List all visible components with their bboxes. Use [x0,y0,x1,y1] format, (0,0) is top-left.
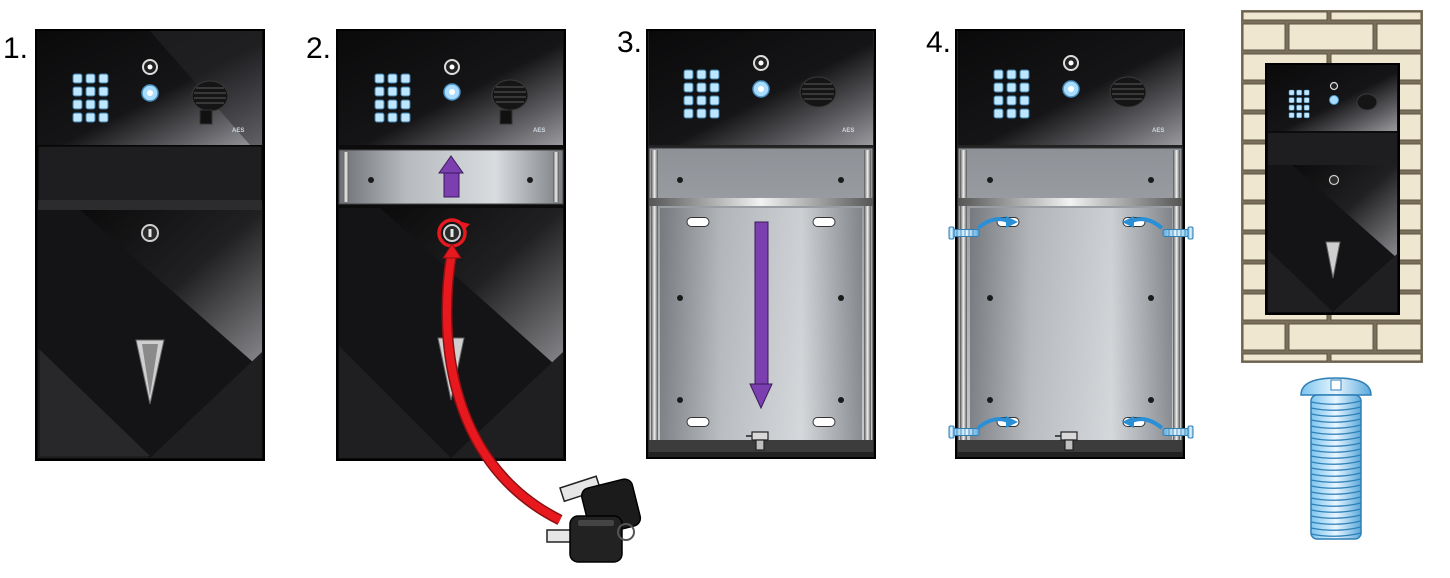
step-4-fasten-screws: AES [948,29,1194,459]
call-button-icon [1062,80,1080,98]
call-button-icon [443,83,461,101]
step-1-closed-unit: AES [35,29,265,461]
step-3-label: 3. [617,26,642,59]
speaker-grille-icon [491,79,529,111]
key-path-arrow [441,243,563,525]
screw-thread [1310,418,1362,423]
brand-mark: AES [232,128,244,134]
slide-up-arrow [438,155,464,198]
screw-icon [1300,377,1372,540]
key-fob-icon [546,475,642,563]
call-button-icon [752,80,770,98]
screw-thread [1310,442,1362,447]
screw-thread [1310,526,1362,531]
screw-thread [1310,406,1362,411]
step-2-unlock-unit: AES [336,29,642,563]
camera-icon [142,59,158,75]
screw-thread [1310,472,1362,477]
screw-thread [1310,484,1362,489]
screw-thread [1310,448,1362,453]
step-2-label: 2. [306,32,331,65]
screw-thread [1310,454,1362,459]
screw-thread [1310,514,1362,519]
screw-thread [1310,424,1362,429]
speaker-grille-icon [191,80,229,112]
step-3-backbox: AES [646,29,876,459]
screw-thread [1310,400,1362,405]
screw-thread [1310,520,1362,525]
screw-thread [1310,508,1362,513]
screw-thread [1310,502,1362,507]
brand-mark: AES [533,128,545,134]
camera-icon [444,59,460,75]
brand-mark: AES [842,128,854,134]
lock-icon [141,224,159,242]
step-4-label: 4. [926,26,951,59]
speaker-grille-icon [1109,76,1147,108]
wall-mounted-unit [1241,10,1423,363]
screw-thread [1310,460,1362,465]
lock-icon [443,224,461,242]
camera-icon [1063,55,1079,71]
screw-thread [1310,436,1362,441]
brand-mark: AES [1152,128,1164,134]
screw-thread [1310,490,1362,495]
call-button-icon [141,84,159,102]
screw-thread [1310,532,1362,537]
screw-thread [1310,478,1362,483]
slide-down-arrow [749,221,773,410]
screw-thread [1310,466,1362,471]
camera-icon [753,55,769,71]
screw-thread [1310,412,1362,417]
step-1-label: 1. [3,32,28,65]
insert-arrow [976,216,1164,430]
screw-thread [1310,496,1362,501]
speaker-grille-icon [799,76,837,108]
screw-thread [1310,430,1362,435]
